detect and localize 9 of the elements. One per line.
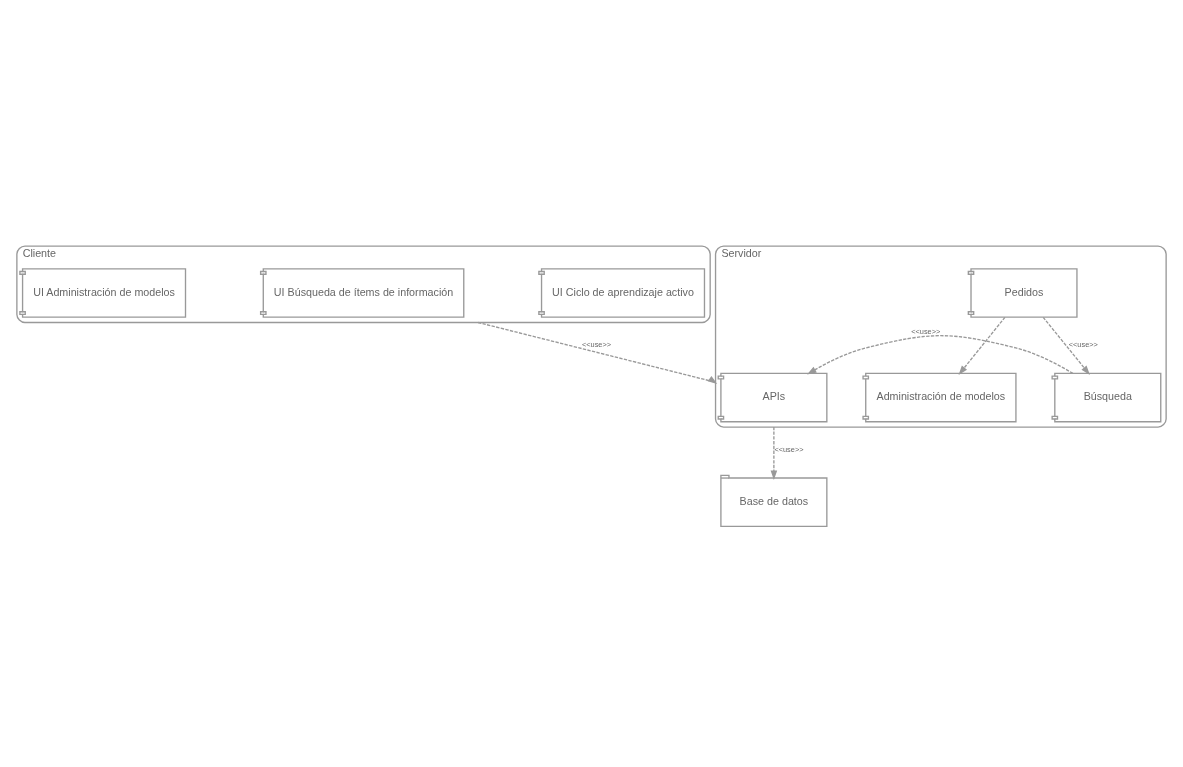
edge-label: <<use>> (582, 340, 612, 350)
edge-label: <<use>> (1068, 340, 1098, 350)
arrow (770, 426, 778, 480)
arrow (1042, 316, 1090, 375)
arrow (958, 316, 1006, 375)
arrow (807, 335, 1074, 375)
edge-label: <<use>> (911, 326, 941, 336)
edge-label: <<use>> (774, 444, 804, 454)
arrow (477, 321, 718, 385)
